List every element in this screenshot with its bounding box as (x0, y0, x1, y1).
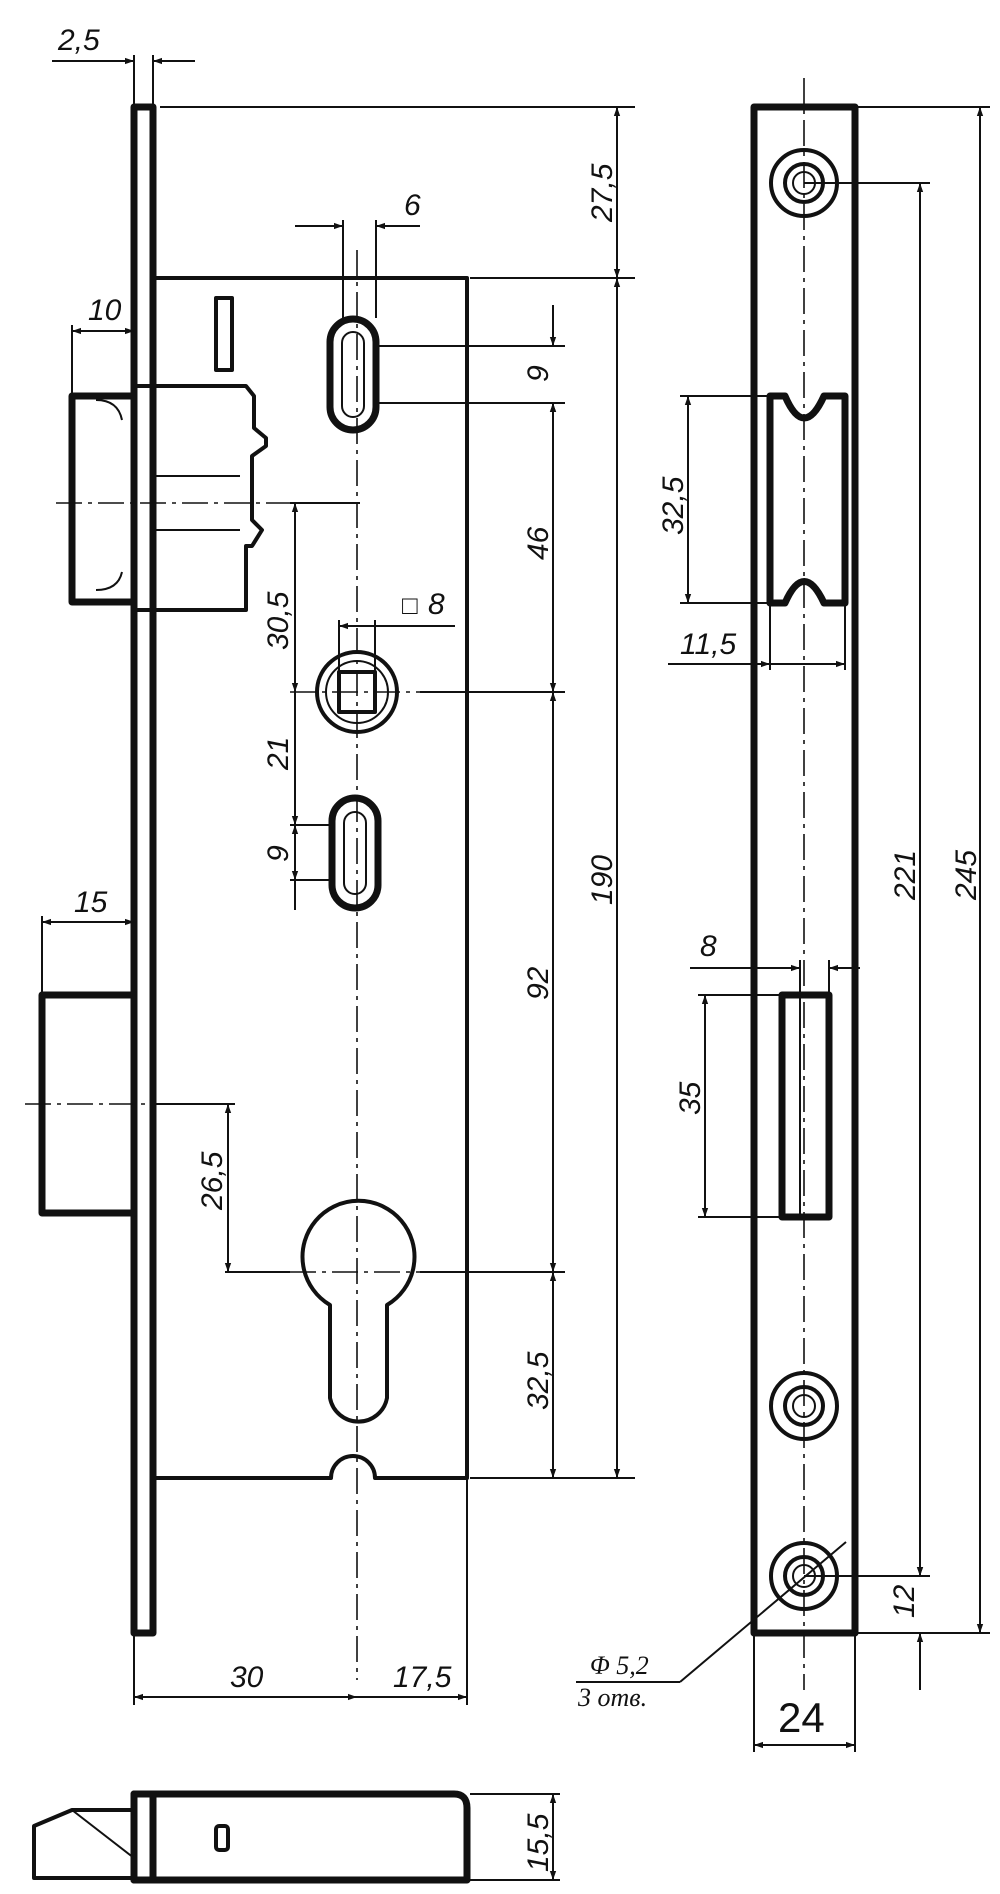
dim-slot-width: 6 (404, 189, 421, 222)
dim-strike-bolt-width: 8 (700, 930, 717, 963)
latch-opening (766, 392, 849, 607)
dim-slot-to-spindle: 46 (522, 526, 555, 560)
dim-faceplate-width: 24 (778, 1694, 825, 1741)
front-view-dimensions: 2,5 27,5 6 9 10 46 30,5 (41, 24, 635, 1705)
dim-slot-height-top: 9 (522, 365, 555, 382)
note-hole-diameter: Φ 5,2 (590, 1651, 649, 1680)
dim-strike-bolt-opening: 35 (674, 1081, 707, 1115)
front-view (25, 103, 469, 1680)
dim-case-depth: 15,5 (522, 1813, 555, 1872)
screw-hole-middle (769, 1371, 839, 1441)
dim-latch-to-spindle: 30,5 (262, 591, 295, 650)
dim-slot-height-bottom: 9 (262, 845, 295, 862)
dim-spindle-to-cylinder: 92 (522, 966, 555, 1000)
spindle-square-symbol: □ (402, 590, 418, 620)
dim-faceplate-thickness: 2,5 (57, 24, 100, 57)
lock-case (153, 276, 469, 1480)
latch-slot (214, 296, 234, 372)
lower-slot (328, 794, 382, 912)
dim-spindle-square: 8 (428, 588, 445, 621)
dim-latch-projection: 10 (88, 294, 122, 327)
dim-faceplate-height: 245 (950, 850, 983, 901)
dim-case-height: 190 (586, 855, 619, 905)
dim-strike-latch-width: 11,5 (680, 628, 736, 661)
latch-bolt-curve-top (95, 399, 123, 421)
upper-slot-inner (341, 331, 365, 418)
bottom-case (130, 1790, 471, 1884)
side-view-dimensions: 245 221 12 32,5 11,5 8 35 (576, 106, 990, 1752)
dim-backset: 30 (230, 1661, 264, 1694)
cylinder-cutout (300, 1198, 417, 1424)
lower-slot-inner (343, 811, 367, 895)
upper-slot (326, 315, 380, 434)
latch-bolt-face (68, 392, 134, 606)
bottom-faceplate (130, 1790, 157, 1884)
dim-bolt-to-cylinder: 26,5 (196, 1151, 229, 1211)
dim-cylinder-to-edge: 17,5 (393, 1661, 452, 1694)
side-view (750, 78, 859, 1690)
dim-spindle-to-slot: 21 (262, 737, 295, 771)
bottom-latch-edge (71, 1809, 135, 1859)
bottom-view: 15,5 (32, 1790, 560, 1884)
dim-bolt-projection: 15 (74, 886, 108, 919)
faceplate-strip (130, 103, 157, 1637)
note-hole-count: 3 отв. (577, 1683, 647, 1712)
bottom-latch (32, 1808, 134, 1880)
dim-strike-latch-opening: 32,5 (657, 476, 690, 535)
dim-screw-span: 221 (889, 850, 922, 901)
latch-bolt (134, 384, 268, 612)
dim-top-offset: 27,5 (586, 163, 619, 223)
dim-bottom-screw-offset: 12 (888, 1584, 921, 1618)
bottom-slot (214, 1824, 230, 1852)
bolt-opening (778, 991, 833, 1221)
dim-cylinder-to-bottom: 32,5 (522, 1351, 555, 1410)
latch-bolt-curve-bottom (95, 571, 123, 591)
